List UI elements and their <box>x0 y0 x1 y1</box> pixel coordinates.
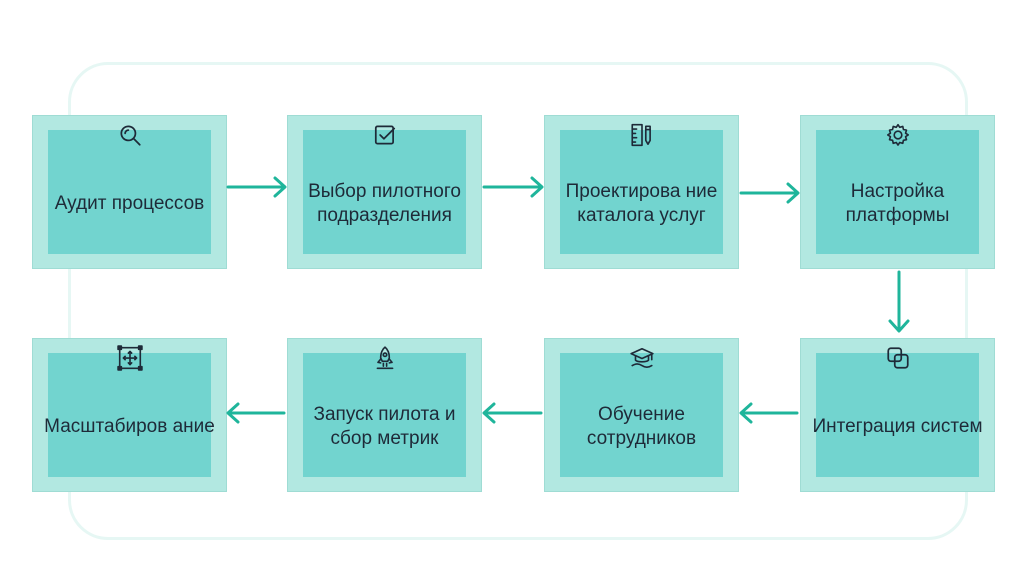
step-inner <box>816 353 979 477</box>
step-inner <box>560 130 723 254</box>
step-label: Аудит процессов <box>54 193 205 214</box>
search-icon <box>117 122 143 148</box>
step-label: Выбор пилотного подразделения <box>308 181 461 226</box>
step-inner <box>303 353 466 477</box>
step-label: Запуск пилота и сбор метрик <box>313 404 456 449</box>
step-scaling: Масштабиров ание <box>32 338 227 492</box>
step-label: Настройка платформы <box>845 181 950 226</box>
step-staff-training: Обучение сотрудников <box>544 338 739 492</box>
step-inner <box>48 353 211 477</box>
step-inner <box>48 130 211 254</box>
step-label: Обучение сотрудников <box>586 404 697 449</box>
step-catalog-design: Проектирова ние каталога услуг <box>544 115 739 269</box>
step-label: Проектирова ние каталога услуг <box>565 181 718 226</box>
step-system-integration: Интеграция систем <box>800 338 995 492</box>
overlap-squares-icon <box>885 345 911 371</box>
checklist-icon <box>372 122 398 148</box>
step-label: Масштабиров ание <box>44 416 215 437</box>
step-inner <box>816 130 979 254</box>
step-pilot-selection: Выбор пилотного подразделения <box>287 115 482 269</box>
step-inner <box>303 130 466 254</box>
rocket-icon <box>372 345 398 371</box>
step-platform-setup: Настройка платформы <box>800 115 995 269</box>
move-arrows-icon <box>116 345 143 371</box>
step-label: Интеграция систем <box>812 416 983 437</box>
step-pilot-launch: Запуск пилота и сбор метрик <box>287 338 482 492</box>
step-process-audit: Аудит процессов <box>32 115 227 269</box>
gear-icon <box>885 122 911 148</box>
ruler-pencil-icon <box>629 122 655 148</box>
graduation-cap-icon <box>629 345 655 371</box>
background-frame <box>68 62 968 540</box>
step-inner <box>560 353 723 477</box>
